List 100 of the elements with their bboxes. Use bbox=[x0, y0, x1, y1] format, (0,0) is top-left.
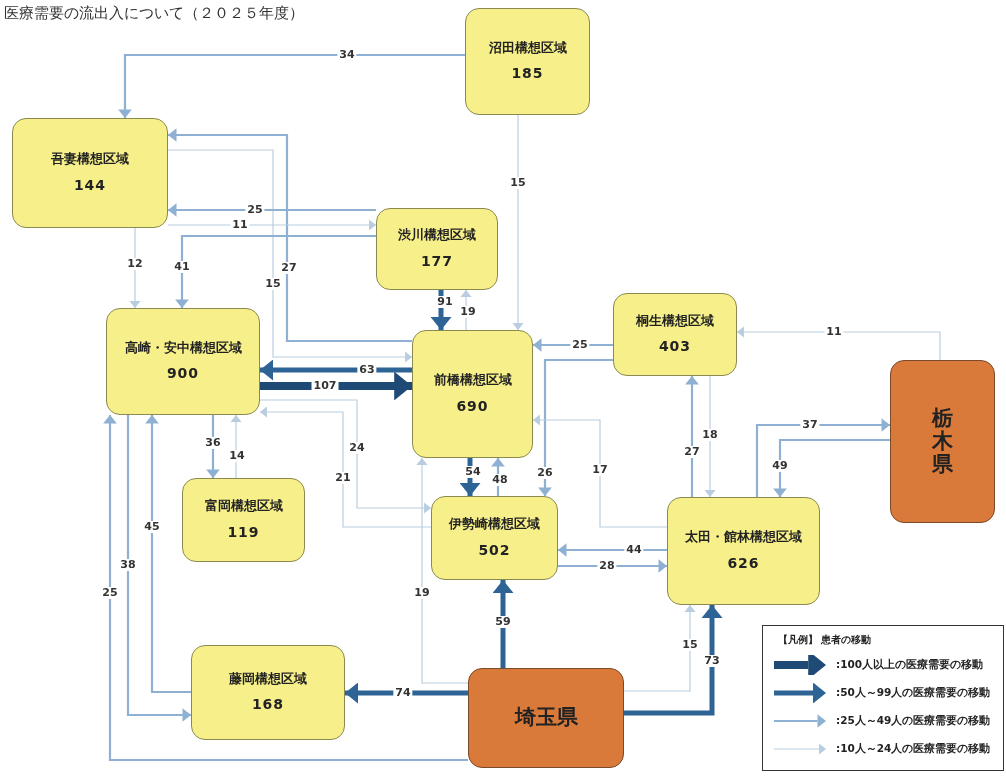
edge-label: 48 bbox=[490, 474, 510, 486]
flow-arrow bbox=[624, 605, 723, 716]
edge-label: 18 bbox=[700, 429, 720, 441]
flow-arrow bbox=[416, 457, 469, 684]
diagram-title: 医療需要の流出入について（２０２５年度） bbox=[4, 3, 304, 24]
legend-text: :10人～24人の医療需要の移動 bbox=[836, 741, 991, 757]
edge-label: 54 bbox=[463, 466, 483, 478]
flow-arrow bbox=[685, 376, 699, 497]
area-count: 900 bbox=[166, 364, 200, 384]
area-name: 太田・館林構想区域 bbox=[685, 528, 802, 547]
area-count: 168 bbox=[251, 695, 285, 715]
area-count: 403 bbox=[658, 337, 692, 357]
edge-label: 19 bbox=[458, 306, 478, 318]
edge-label: 26 bbox=[535, 467, 555, 479]
flow-arrow bbox=[259, 406, 432, 528]
flow-arrow bbox=[459, 458, 481, 496]
area-box bbox=[191, 645, 345, 740]
area-name: 栃木県 bbox=[932, 406, 953, 477]
flow-arrow bbox=[118, 53, 465, 118]
area-box bbox=[667, 497, 820, 605]
area-count: 177 bbox=[420, 251, 454, 271]
flow-arrow bbox=[145, 415, 191, 694]
edge-label: 17 bbox=[590, 464, 610, 476]
flow-arrow bbox=[345, 682, 468, 704]
edge-label: 15 bbox=[680, 639, 700, 651]
area-box bbox=[106, 308, 260, 415]
legend-text: :25人～49人の医療需要の移動 bbox=[836, 713, 991, 729]
legend-text: :50人～99人の医療需要の移動 bbox=[836, 685, 991, 701]
area-box bbox=[12, 118, 168, 228]
edge-label: 34 bbox=[337, 49, 357, 61]
prefecture-box bbox=[890, 360, 995, 523]
edge-label: 91 bbox=[435, 296, 455, 308]
flow-arrow bbox=[126, 415, 191, 722]
area-name: 沼田構想区域 bbox=[488, 38, 567, 57]
edge-label: 73 bbox=[702, 655, 722, 667]
flow-arrow bbox=[460, 289, 472, 331]
flow-arrow bbox=[206, 415, 220, 478]
edge-label: 11 bbox=[824, 326, 844, 338]
flow-arrow bbox=[129, 227, 141, 309]
area-box bbox=[465, 8, 590, 115]
edge-label: 59 bbox=[493, 616, 513, 628]
flow-arrow bbox=[168, 128, 412, 343]
area-name: 高崎・安中構想区域 bbox=[124, 338, 242, 357]
edge-label: 37 bbox=[800, 419, 820, 431]
prefecture-box bbox=[468, 668, 624, 768]
flow-arrow bbox=[492, 580, 514, 668]
legend-heading: 【凡例】 患者の移動 bbox=[778, 633, 873, 647]
legend-text: :100人以上の医療需要の移動 bbox=[836, 657, 984, 673]
flow-arrow bbox=[704, 375, 716, 498]
flow-arrow bbox=[260, 371, 412, 401]
edge-label: 41 bbox=[172, 261, 192, 273]
flow-arrow bbox=[736, 326, 941, 361]
area-name: 桐生構想区域 bbox=[636, 311, 714, 330]
edge-label: 38 bbox=[118, 559, 138, 571]
area-count: 144 bbox=[73, 175, 107, 195]
edge-label: 15 bbox=[263, 278, 283, 290]
flow-arrow bbox=[512, 114, 524, 331]
area-name: 伊勢崎構想区域 bbox=[449, 515, 540, 534]
edge-label: 107 bbox=[311, 380, 339, 392]
edge-label: 25 bbox=[100, 587, 120, 599]
edge-label: 11 bbox=[230, 219, 250, 231]
edge-label: 25 bbox=[570, 339, 590, 351]
area-name: 渋川構想区域 bbox=[398, 226, 476, 245]
flow-arrow bbox=[755, 418, 890, 497]
edge-label: 12 bbox=[125, 258, 145, 270]
edge-label: 21 bbox=[333, 472, 353, 484]
area-name: 埼玉県 bbox=[514, 704, 578, 732]
flow-arrow bbox=[260, 359, 412, 381]
area-count: 185 bbox=[511, 64, 544, 84]
edge-label: 74 bbox=[393, 687, 413, 699]
flow-arrow bbox=[538, 358, 613, 496]
edge-label: 27 bbox=[279, 262, 299, 274]
flow-arrow bbox=[230, 414, 242, 479]
area-count: 690 bbox=[456, 396, 489, 416]
area-name: 富岡構想区域 bbox=[204, 497, 283, 516]
flow-arrow bbox=[175, 234, 376, 308]
area-name: 前橋構想区域 bbox=[433, 371, 512, 390]
flow-arrow bbox=[167, 149, 413, 363]
edge-label: 19 bbox=[412, 587, 432, 599]
area-box bbox=[613, 293, 737, 376]
flow-arrow bbox=[532, 414, 668, 528]
area-box bbox=[376, 208, 498, 290]
area-count: 502 bbox=[478, 540, 511, 560]
edge-label: 45 bbox=[142, 521, 162, 533]
area-box bbox=[182, 478, 305, 562]
flow-arrow bbox=[430, 290, 452, 330]
edge-label: 25 bbox=[245, 204, 265, 216]
flow-arrow bbox=[167, 219, 377, 231]
edge-label: 27 bbox=[682, 446, 702, 458]
edge-label: 49 bbox=[770, 460, 790, 472]
edge-label: 15 bbox=[508, 177, 528, 189]
edge-label: 36 bbox=[203, 437, 223, 449]
area-count: 626 bbox=[727, 553, 760, 573]
area-count: 119 bbox=[227, 522, 260, 542]
area-box bbox=[431, 496, 558, 580]
edge-label: 63 bbox=[357, 364, 377, 376]
flow-arrow bbox=[623, 604, 696, 692]
edge-label: 24 bbox=[347, 442, 367, 454]
flow-arrow bbox=[168, 203, 376, 217]
edge-label: 28 bbox=[597, 560, 617, 572]
